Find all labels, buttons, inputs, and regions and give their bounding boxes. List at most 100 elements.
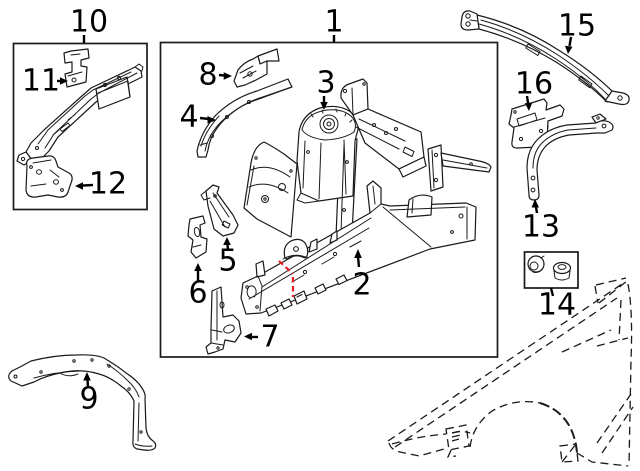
part-9-details bbox=[13, 358, 153, 447]
part-number-label[interactable]: 7 bbox=[260, 320, 279, 355]
push-nut-skirt bbox=[553, 270, 571, 281]
part-5-outline bbox=[205, 184, 239, 237]
callout-7-arrowhead bbox=[244, 332, 252, 341]
callout-9-arrowhead bbox=[83, 372, 91, 381]
fastener-box bbox=[523, 251, 579, 297]
engine-compartment-components-box bbox=[159, 41, 499, 358]
callout-15-arrow bbox=[568, 36, 573, 47]
assembly-back-flange bbox=[340, 78, 369, 116]
callout-11-arrowhead bbox=[60, 77, 68, 85]
callout-8[interactable]: 8 bbox=[198, 58, 232, 93]
callout-2-arrow bbox=[356, 256, 361, 268]
callout-16[interactable]: 16 bbox=[515, 67, 553, 112]
fender-wheel-arch-right bbox=[539, 402, 578, 454]
part-number-label[interactable]: 5 bbox=[218, 244, 237, 279]
callout-1[interactable]: 1 bbox=[324, 5, 344, 43]
callout-15[interactable]: 15 bbox=[558, 9, 596, 55]
fender-rear-support-brace-drawing bbox=[526, 113, 614, 201]
part-number-label[interactable]: 13 bbox=[522, 210, 560, 245]
fender-rear-bracket bbox=[559, 443, 579, 463]
side-support-bracket-drawing bbox=[187, 215, 208, 259]
part-number-label[interactable]: 15 bbox=[558, 9, 596, 44]
part-15-right-foot bbox=[604, 90, 630, 106]
callout-4-arrowhead bbox=[207, 116, 216, 124]
callout-11[interactable]: 11 bbox=[22, 64, 68, 99]
push-nut-fastener bbox=[552, 261, 572, 281]
callout-14[interactable]: 14 bbox=[538, 288, 576, 323]
strut-tower-drawing bbox=[296, 105, 359, 237]
grommet-fastener bbox=[527, 255, 545, 273]
callout-12-arrow bbox=[81, 183, 94, 187]
cowl-side-assembly-drawing bbox=[340, 78, 427, 178]
callout-9-arrow bbox=[86, 379, 90, 388]
callout-2[interactable]: 2 bbox=[352, 249, 372, 303]
part-number-label[interactable]: 8 bbox=[198, 58, 217, 93]
part-16-details bbox=[513, 110, 549, 142]
part-11-outline bbox=[63, 48, 90, 88]
callout-3-arrowhead bbox=[320, 102, 328, 110]
l-bracket-details bbox=[431, 149, 488, 189]
part-number-label[interactable]: 9 bbox=[79, 382, 98, 417]
assembly-details bbox=[342, 82, 415, 157]
part-number-label[interactable]: 10 bbox=[70, 5, 108, 40]
part-number-label[interactable]: 6 bbox=[188, 276, 207, 311]
callout-6[interactable]: 6 bbox=[188, 263, 208, 311]
callout-3[interactable]: 3 bbox=[316, 66, 336, 111]
fender-character-lines bbox=[561, 329, 629, 353]
l-bracket-drawing bbox=[427, 144, 492, 192]
callout-16-arrowhead bbox=[524, 102, 533, 111]
part-13-outline bbox=[526, 120, 614, 201]
grommet-barrel bbox=[532, 255, 545, 273]
part-2-details bbox=[245, 185, 468, 312]
part-2-right-wedge bbox=[406, 194, 433, 218]
callout-13-arrowhead bbox=[531, 199, 539, 208]
push-nut-top bbox=[552, 261, 572, 275]
rail-front-bracket-drawing bbox=[205, 286, 242, 355]
part-11-details bbox=[67, 53, 83, 83]
part-3-dome bbox=[301, 108, 356, 141]
part-number-label[interactable]: 14 bbox=[538, 288, 576, 323]
push-nut-center bbox=[557, 264, 567, 270]
callout-9[interactable]: 9 bbox=[79, 372, 99, 417]
part-number-label[interactable]: 1 bbox=[324, 5, 343, 40]
callout-4[interactable]: 4 bbox=[179, 100, 216, 135]
fender-top-edge bbox=[387, 281, 626, 442]
callout-5-arrowhead bbox=[223, 237, 231, 245]
upper-rail-clip-drawing bbox=[63, 48, 90, 88]
callout-13-arrow bbox=[534, 206, 539, 214]
upper-rail-mount-bracket-drawing bbox=[25, 155, 73, 198]
upper-rail-details bbox=[20, 63, 144, 162]
callout-7[interactable]: 7 bbox=[244, 320, 280, 355]
front-fender-dashed-outline bbox=[387, 277, 634, 467]
part-number-label[interactable]: 4 bbox=[179, 100, 198, 135]
front-side-rail-drawing bbox=[240, 180, 477, 317]
callout-13[interactable]: 13 bbox=[522, 199, 560, 245]
callout-8-arrowhead bbox=[223, 72, 232, 80]
part-number-label[interactable]: 12 bbox=[89, 167, 127, 202]
callout-2-arrowhead bbox=[354, 249, 362, 258]
l-bracket-arm bbox=[440, 152, 492, 173]
part-number-label[interactable]: 16 bbox=[515, 67, 553, 102]
part-12-details bbox=[29, 159, 64, 192]
part-number-label[interactable]: 2 bbox=[352, 268, 371, 303]
part-12-outline bbox=[25, 155, 73, 198]
fender-top-edge-inner bbox=[394, 297, 618, 448]
callout-12[interactable]: 12 bbox=[75, 167, 127, 202]
apron-rail-extension-drawing bbox=[233, 48, 280, 88]
inner-panel-details bbox=[246, 156, 293, 206]
part-number-label[interactable]: 11 bbox=[22, 64, 60, 99]
callout-10[interactable]: 10 bbox=[70, 5, 108, 44]
part-8-details bbox=[239, 65, 257, 79]
part-number-label[interactable]: 3 bbox=[316, 66, 335, 101]
fender-front-bracket bbox=[445, 424, 470, 458]
fender-front-lower-edge bbox=[388, 442, 445, 457]
cowl-side-brace-drawing bbox=[460, 10, 630, 106]
apron-support-bracket-drawing bbox=[200, 184, 239, 237]
l-bracket-plate bbox=[427, 144, 444, 192]
callout-5[interactable]: 5 bbox=[218, 237, 238, 279]
assembly-lower-lip bbox=[398, 156, 427, 178]
lower-support-brace-drawing bbox=[8, 354, 157, 451]
fender-wheel-arch-left bbox=[469, 400, 541, 448]
callout-14-tick bbox=[549, 287, 555, 297]
callout-12-arrowhead bbox=[75, 182, 83, 190]
